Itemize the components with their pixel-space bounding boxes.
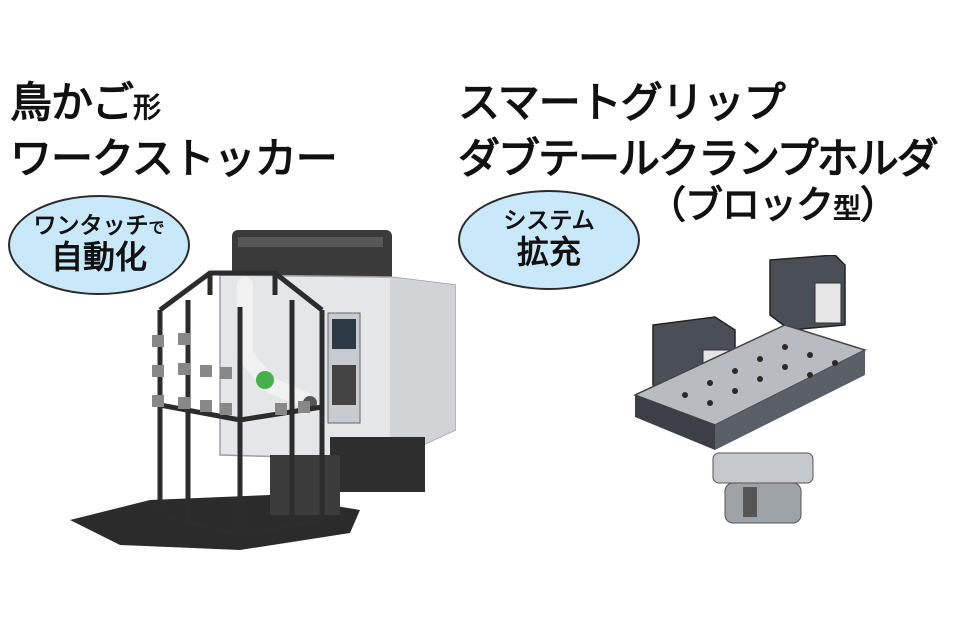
control-buttons [332, 365, 356, 405]
dovetail-clamp-holder-illustration [633, 255, 867, 524]
holder-slot [743, 487, 757, 517]
right-title-line2: ダブテールクランプホルダ [458, 134, 939, 183]
left-bubble-line1-small: で [148, 217, 165, 237]
right-title-line3-small: 型 [833, 192, 861, 225]
robot-joint [256, 371, 274, 389]
right-bubble-line1: システム [503, 207, 595, 234]
holder-shank [724, 482, 802, 524]
top-clamp-face [814, 282, 842, 324]
base-plate-front [635, 395, 715, 450]
left-title-line1: 鳥かご形 [10, 82, 161, 124]
right-title-line3-close: ） [860, 183, 898, 227]
work-stocker-machine-illustration [70, 230, 456, 550]
machine-side [390, 277, 455, 460]
left-callout-bubble: ワンタッチで 自動化 [8, 195, 190, 295]
robot-arm [237, 277, 313, 408]
left-title-main: 鳥かご [10, 78, 134, 127]
base-plate-side [715, 350, 865, 450]
right-title-line1: スマートグリップ [458, 78, 786, 127]
right-title-line3: （ブロック型） [648, 183, 898, 227]
holder-flange [712, 452, 814, 484]
right-bubble-line2: 拡充 [516, 233, 581, 272]
left-title-small: 形 [133, 91, 161, 124]
left-title-line2: ワークストッカー [10, 134, 338, 183]
stocker-workpieces [152, 333, 310, 415]
machine-base [330, 437, 425, 492]
machine-base-plinth [270, 455, 340, 515]
left-bubble-line1: ワンタッチ [33, 212, 149, 239]
left-bubble-line2: 自動化 [50, 238, 147, 277]
right-title-line3-open: （ブロック [648, 183, 834, 227]
base-plate-holes [682, 344, 838, 406]
control-screen [332, 319, 356, 349]
right-callout-bubble: システム 拡充 [458, 190, 640, 290]
machine-top-highlight [238, 237, 383, 247]
